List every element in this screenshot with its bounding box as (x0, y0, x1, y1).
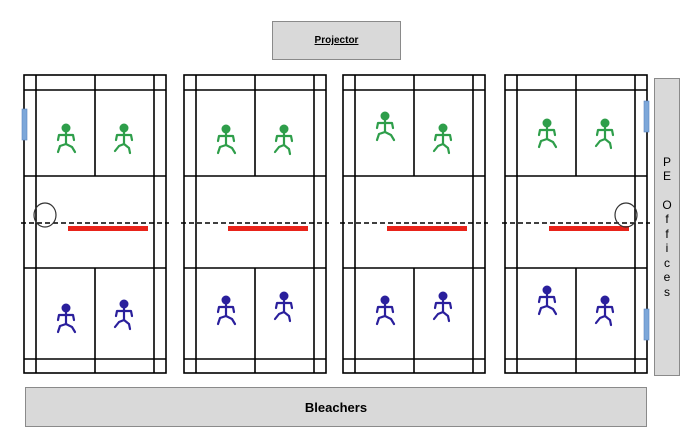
court-4 (502, 74, 650, 374)
wall-mark-right-top (643, 100, 650, 133)
circle-marker (614, 202, 638, 228)
blue-stick-figure-icon (594, 295, 615, 327)
circle-marker (33, 202, 57, 228)
blue-stick-figure-icon (273, 291, 294, 323)
green-stick-figure-icon (113, 123, 134, 155)
green-stick-figure-icon (216, 124, 237, 155)
projector-text: Projector (314, 35, 359, 46)
court-3 (340, 74, 488, 374)
blue-stick-figure-icon (375, 295, 396, 326)
wall-mark-right-bottom (643, 308, 650, 341)
green-stick-figure-icon (432, 123, 453, 155)
green-stick-figure-icon (375, 111, 396, 142)
blue-stick-figure-icon (56, 303, 77, 334)
red-net-bar (549, 226, 629, 231)
green-stick-figure-icon (594, 118, 615, 150)
court-1 (21, 74, 169, 374)
blue-stick-figure-icon (113, 299, 134, 331)
red-net-bar (387, 226, 467, 231)
blue-stick-figure-icon (216, 295, 237, 326)
red-net-bar (68, 226, 148, 231)
green-stick-figure-icon (273, 124, 294, 156)
bleachers-text: Bleachers (304, 399, 368, 415)
red-net-bar (228, 226, 308, 231)
blue-stick-figure-icon (432, 291, 453, 323)
green-stick-figure-icon (537, 118, 558, 149)
bleachers-label: Bleachers (25, 387, 647, 427)
green-stick-figure-icon (56, 123, 77, 154)
wall-mark-left (21, 108, 28, 141)
court-2 (181, 74, 329, 374)
blue-stick-figure-icon (537, 285, 558, 316)
projector-label: Projector (272, 21, 401, 60)
